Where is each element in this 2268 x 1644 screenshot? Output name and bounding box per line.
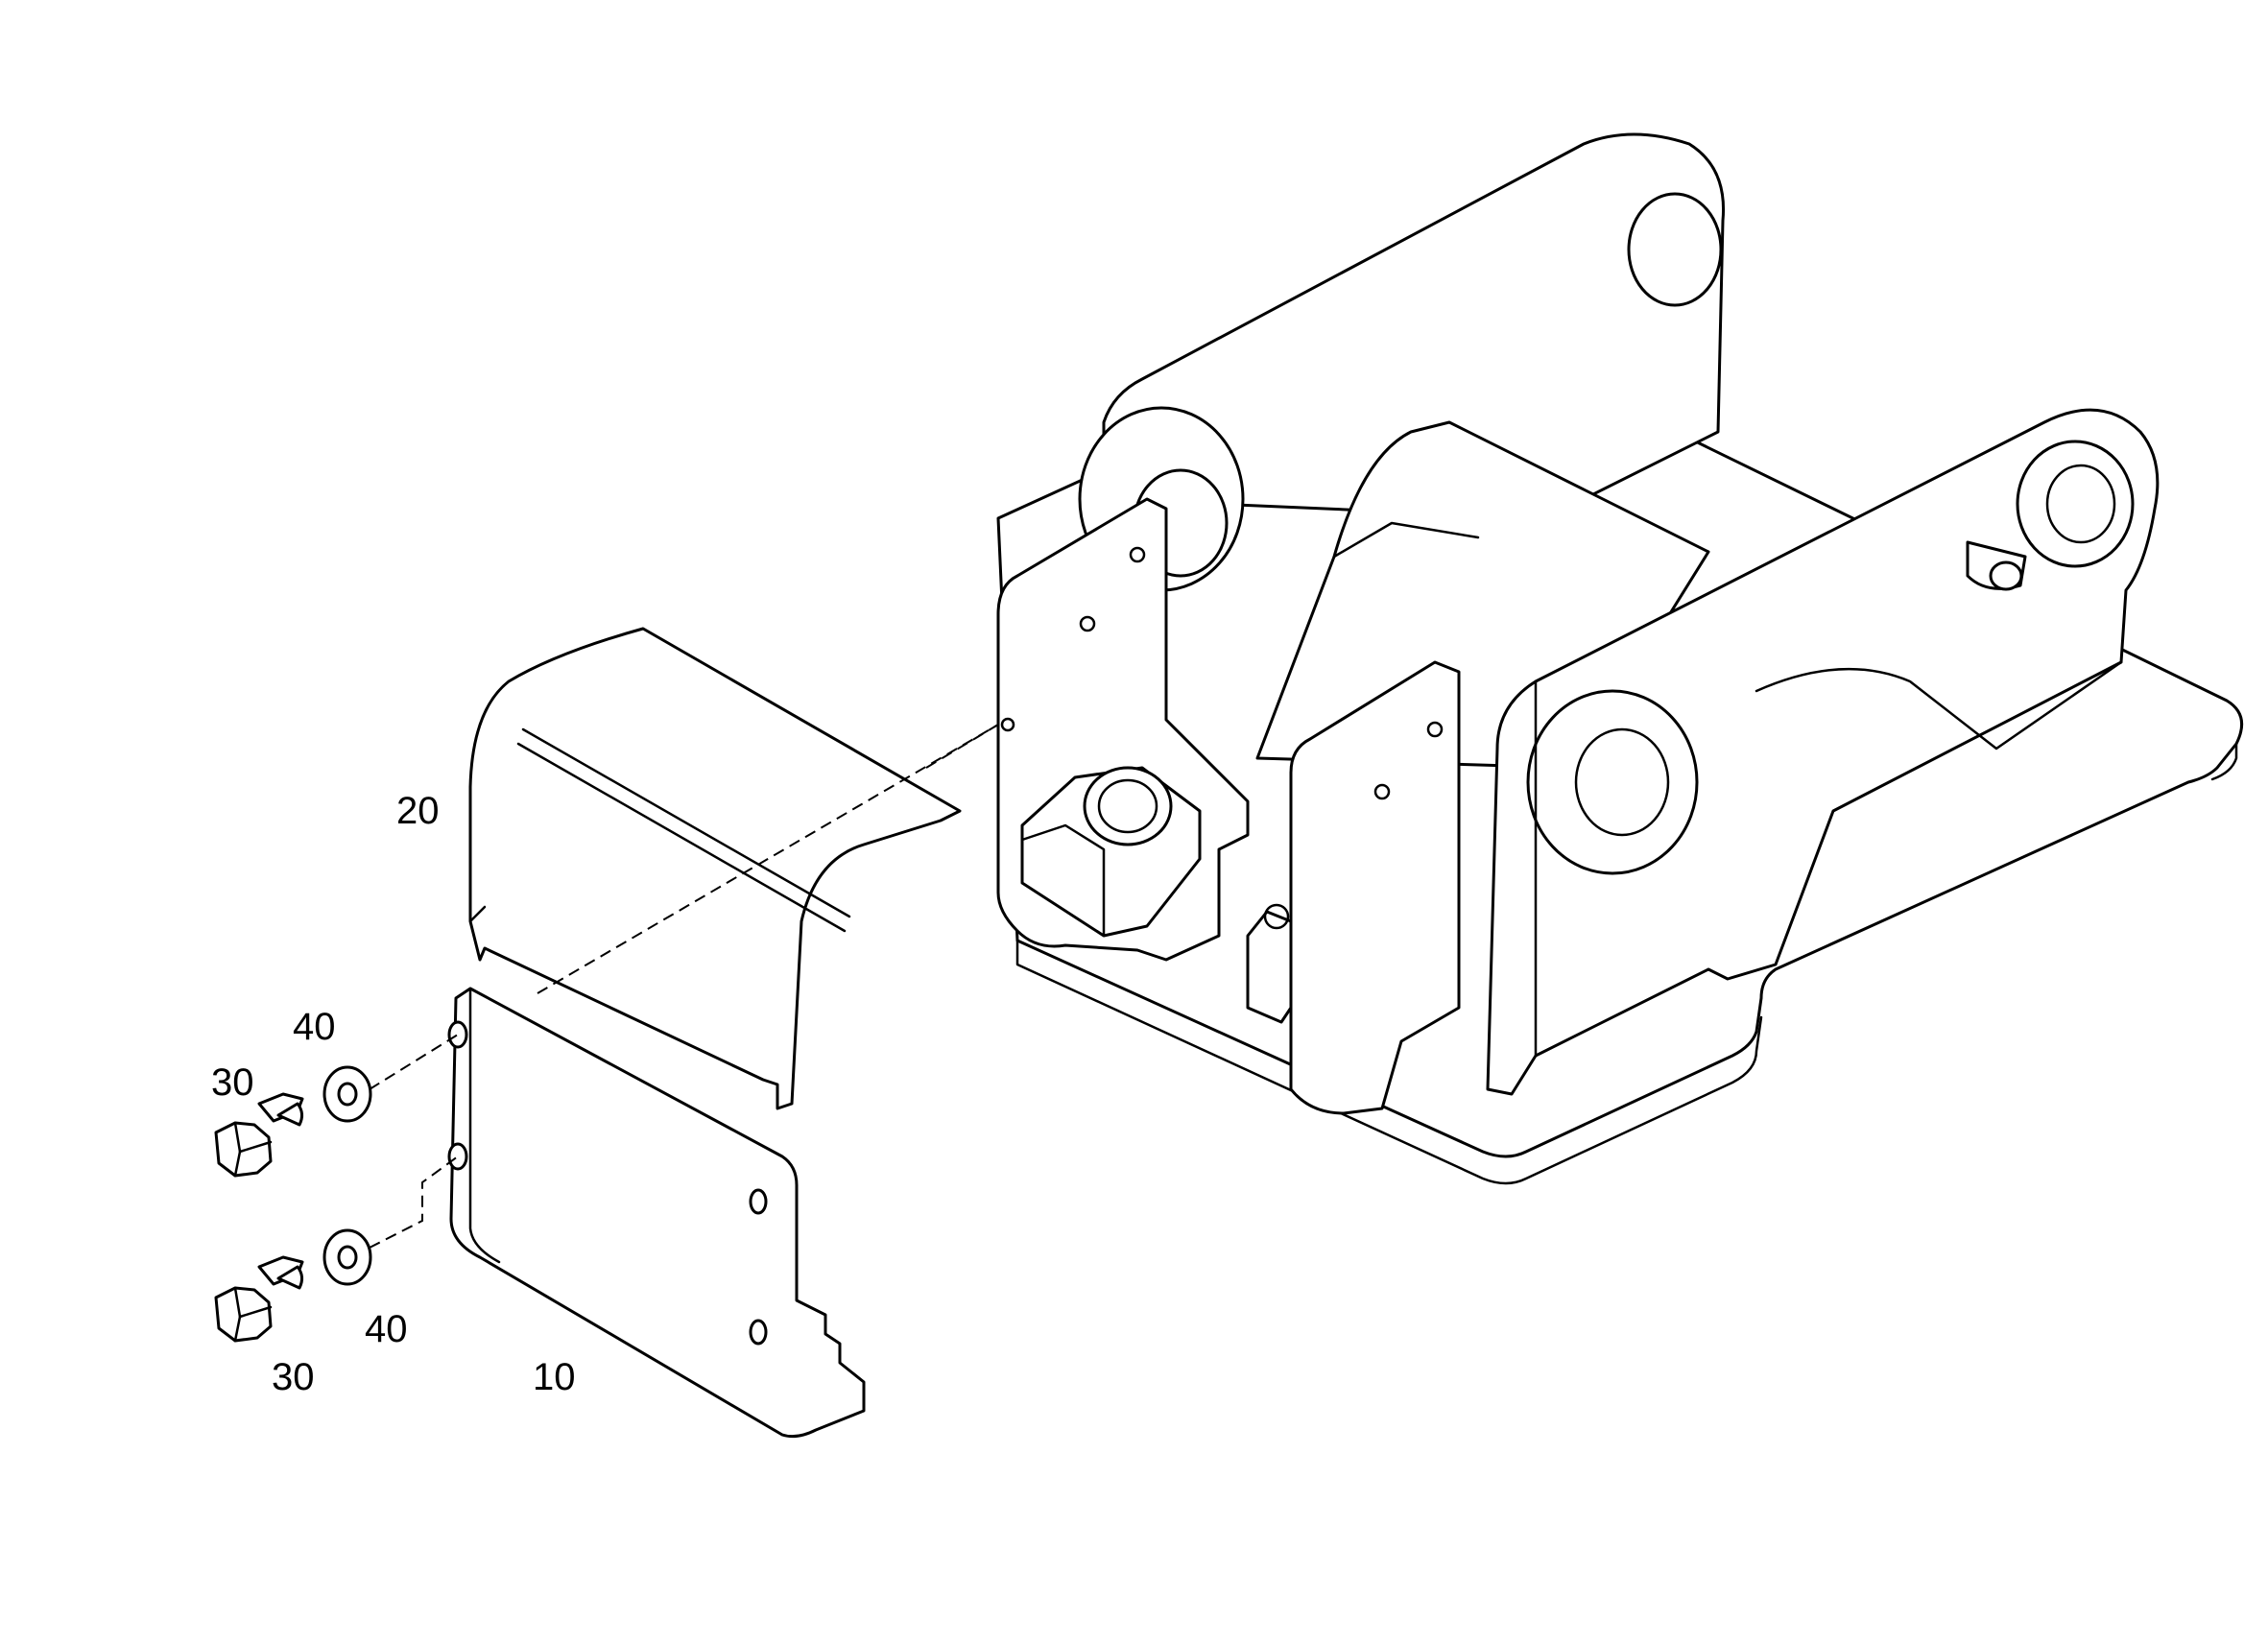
rear-side-plate [1102, 132, 1726, 520]
hydraulic-fitting [1246, 910, 1293, 1024]
washer-40-lower [322, 1228, 372, 1286]
front-lower-pin-boss [1526, 689, 1699, 875]
front-upper-pin-boss [2016, 440, 2135, 568]
part-20-cover [468, 627, 962, 1110]
callout-part-20: 20 [396, 790, 440, 832]
part-10-plate [447, 987, 866, 1439]
callout-part-40-upper: 40 [293, 1006, 336, 1048]
rear-pin-boss [1627, 192, 1723, 307]
washer-40-upper [322, 1065, 372, 1123]
coupler-frame [996, 132, 2244, 1185]
assembly-lines [369, 724, 999, 1249]
bolt-30-upper [214, 1092, 304, 1178]
right-side-plate [1289, 660, 1461, 1115]
callout-part-40-lower: 40 [365, 1308, 408, 1350]
callout-part-30-upper: 30 [211, 1061, 254, 1104]
bolt-30-lower [214, 1255, 304, 1343]
callout-part-10: 10 [533, 1356, 576, 1398]
callout-part-30-lower: 30 [272, 1356, 315, 1398]
